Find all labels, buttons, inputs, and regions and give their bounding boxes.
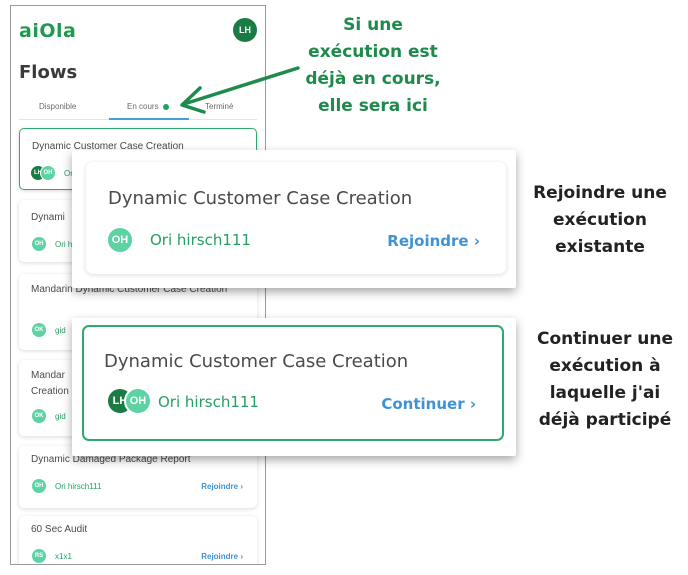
caption-running: Si une exécution est déjà en cours, elle… (305, 15, 441, 116)
flow-card-title: Dynamic Customer Case Creation (32, 141, 184, 152)
zoom-card-join: Dynamic Customer Case Creation OH Ori hi… (72, 150, 516, 288)
flow-card-title: Dynamic Damaged Package Report (31, 454, 191, 465)
join-button[interactable]: Rejoindre › (387, 232, 480, 250)
flow-card[interactable]: 60 Sec Audit RS x1x1 Rejoindre › (19, 516, 257, 564)
callout-arrow-icon (180, 66, 300, 114)
join-button[interactable]: Rejoindre › (201, 552, 243, 561)
participant-name: gid (55, 412, 66, 421)
flow-card[interactable]: Dynamic Damaged Package Report OH Ori hi… (19, 446, 257, 508)
avatar: OK (31, 408, 47, 424)
participant-name: Ori hirsch111 (150, 231, 251, 249)
tab-completed[interactable]: Terminé (205, 102, 234, 111)
avatar: OH (40, 165, 56, 181)
flow-card-title: Dynamic Customer Case Creation (104, 351, 409, 372)
participant-name: Ori h (55, 240, 73, 249)
flow-card-continue[interactable]: Dynamic Customer Case Creation LH OH Ori… (82, 325, 504, 441)
user-avatar[interactable]: LH (233, 18, 257, 42)
avatar: OK (31, 322, 47, 338)
join-button[interactable]: Rejoindre › (201, 482, 243, 491)
running-indicator-dot (162, 103, 169, 110)
participant-name: Ori hirsch111 (55, 482, 102, 491)
participant-name: x1x1 (55, 552, 72, 561)
caption-join: Rejoindre une exécution existante (533, 183, 667, 257)
avatar: RS (31, 548, 47, 564)
participant-name: Ori hirsch111 (158, 393, 259, 411)
flow-card-title: Mandarin Dynamic Customer Case Creation (31, 284, 228, 295)
aiola-logo: aiOla (19, 20, 77, 42)
active-tab-underline (109, 118, 189, 120)
flow-card-title: Dynamic Customer Case Creation (108, 188, 413, 209)
zoom-card-continue: Dynamic Customer Case Creation LH OH Ori… (72, 318, 516, 456)
tab-running[interactable]: En cours (127, 102, 169, 111)
flow-card-join[interactable]: Dynamic Customer Case Creation OH Ori hi… (86, 162, 506, 274)
status-tabs: Disponible En cours Terminé (19, 100, 257, 120)
participant-name: gid (55, 326, 66, 335)
avatar: OH (106, 226, 134, 254)
tab-available[interactable]: Disponible (39, 102, 77, 111)
flow-card-title: Dynami (31, 212, 65, 223)
avatar: OH (31, 478, 47, 494)
page-title: Flows (19, 62, 78, 83)
continue-button[interactable]: Continuer › (381, 395, 476, 413)
avatar: OH (124, 387, 152, 415)
caption-continue: Continuer une exécution à laquelle j'ai … (537, 329, 673, 430)
flow-card-title: 60 Sec Audit (31, 524, 88, 535)
flow-card-title: Mandar Creation (31, 370, 69, 397)
avatar: OH (31, 236, 47, 252)
